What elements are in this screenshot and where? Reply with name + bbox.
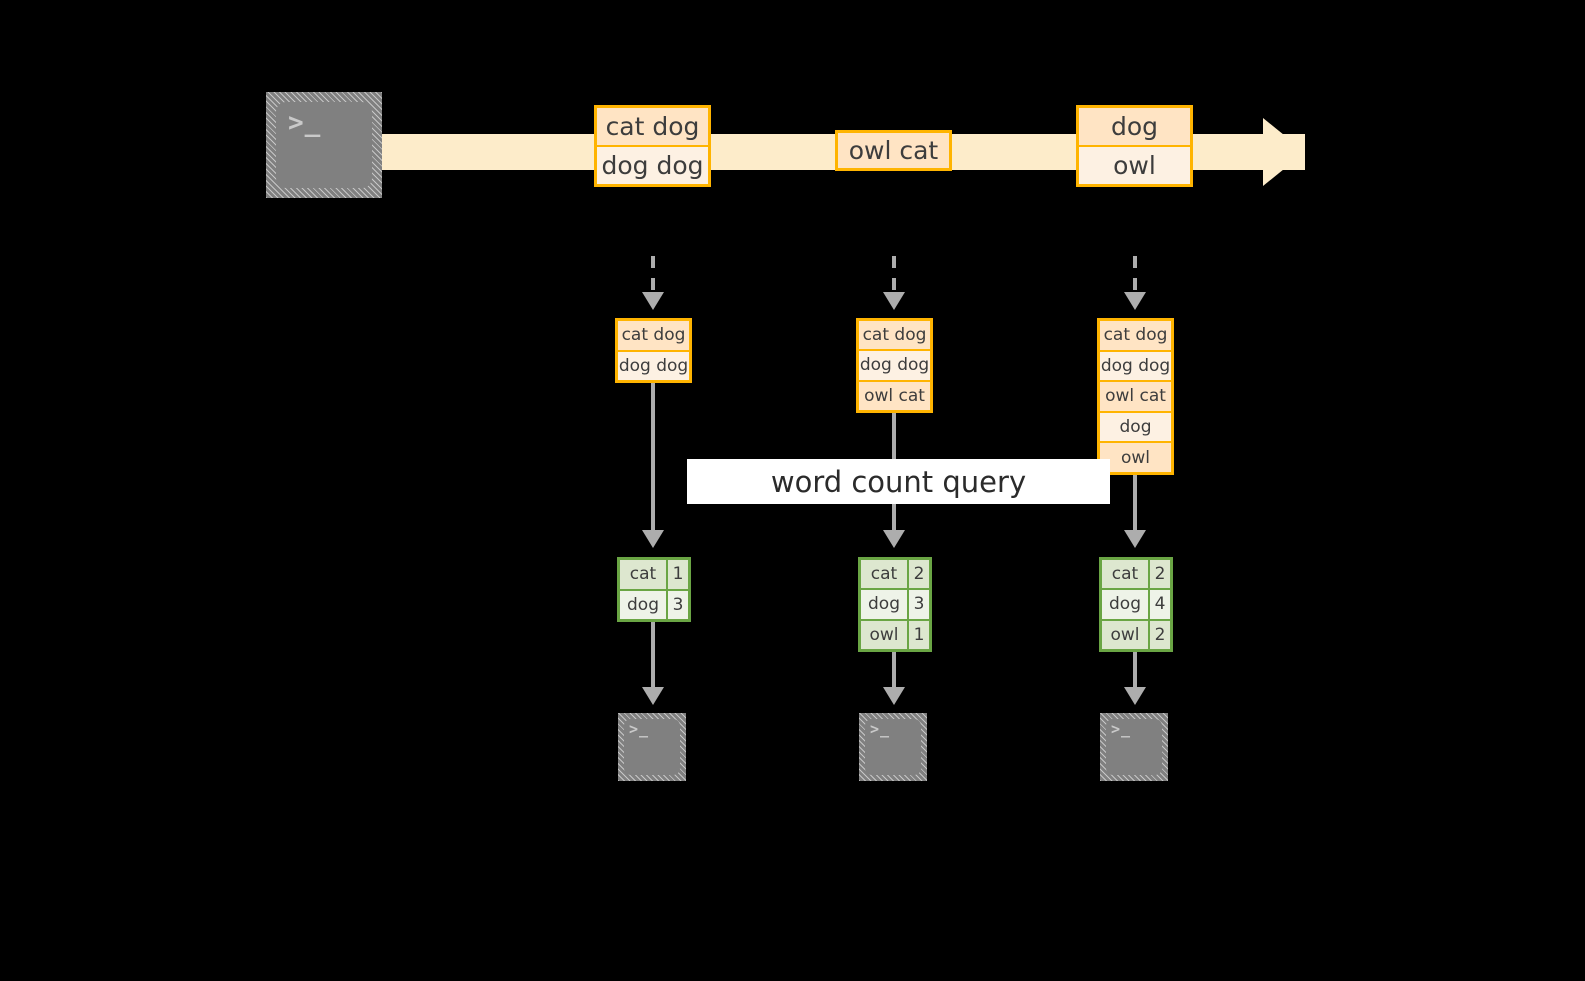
trigger-connector-2-arrowhead: [883, 292, 905, 310]
result-table-2-row-1-count: 2: [907, 560, 929, 589]
result-table-3-row-2-count: 4: [1148, 590, 1170, 619]
sink-terminal-1-screen: [624, 719, 680, 775]
input-stream-arrowhead: [1263, 118, 1305, 186]
result-table-2-row-2-count: 3: [907, 590, 929, 619]
sink-terminal-3-icon[interactable]: >_: [1100, 713, 1168, 781]
unbounded-table-1-row-2: dog dog: [618, 349, 689, 380]
sink-connector-2-arrowhead: [883, 687, 905, 705]
result-table-1-row-1: cat 1: [620, 560, 688, 589]
result-table-3-row-3-word: owl: [1102, 620, 1148, 649]
unbounded-table-3-row-3: owl cat: [1100, 380, 1171, 411]
sink-terminal-1-icon[interactable]: >_: [618, 713, 686, 781]
result-table-3-row-1-count: 2: [1148, 560, 1170, 589]
sink-terminal-2-icon[interactable]: >_: [859, 713, 927, 781]
query-connector-1-line: [651, 383, 655, 533]
query-connector-3-arrowhead: [1124, 530, 1146, 548]
sink-connector-2-line: [892, 652, 896, 690]
query-connector-1-arrowhead: [642, 530, 664, 548]
result-table-2-row-2: dog 3: [861, 588, 929, 619]
unbounded-table-3-row-1: cat dog: [1100, 321, 1171, 350]
trigger-connector-3-arrowhead: [1124, 292, 1146, 310]
trigger-connector-1-line: [651, 256, 655, 294]
result-table-2-row-2-word: dog: [861, 590, 907, 619]
result-table-1-row-2-word: dog: [620, 590, 666, 619]
result-table-3-row-1-word: cat: [1102, 560, 1148, 589]
result-table-1-row-2: dog 3: [620, 588, 688, 619]
input-batch-1[interactable]: cat dog dog dog: [594, 105, 711, 187]
sink-terminal-1-prompt: >_: [629, 720, 650, 738]
unbounded-table-1[interactable]: cat dog dog dog: [615, 318, 692, 383]
unbounded-table-3[interactable]: cat dog dog dog owl cat dog owl: [1097, 318, 1174, 475]
sink-terminal-3-prompt: >_: [1111, 720, 1132, 738]
result-table-1-row-2-count: 3: [666, 590, 688, 619]
trigger-connector-3-line: [1133, 256, 1137, 294]
source-terminal-prompt: >_: [288, 108, 322, 138]
result-table-3-row-2-word: dog: [1102, 590, 1148, 619]
trigger-connector-1-arrowhead: [642, 292, 664, 310]
unbounded-table-2[interactable]: cat dog dog dog owl cat: [856, 318, 933, 413]
source-terminal-icon[interactable]: >_: [266, 92, 382, 198]
sink-terminal-2-screen: [865, 719, 921, 775]
unbounded-table-3-row-4: dog: [1100, 410, 1171, 442]
input-batch-1-line-1: cat dog: [597, 108, 708, 145]
query-label-text: word count query: [770, 464, 1027, 499]
result-table-2-row-1: cat 2: [861, 560, 929, 589]
unbounded-table-2-row-3: owl cat: [859, 379, 930, 410]
source-terminal-screen: [276, 102, 372, 188]
result-table-1-row-1-word: cat: [620, 560, 666, 589]
sink-connector-1-line: [651, 622, 655, 690]
unbounded-table-1-row-1: cat dog: [618, 321, 689, 350]
result-table-3-row-2: dog 4: [1102, 588, 1170, 619]
input-batch-2[interactable]: owl cat: [835, 130, 952, 171]
result-table-2-row-3-word: owl: [861, 620, 907, 649]
result-table-2-row-1-word: cat: [861, 560, 907, 589]
sink-connector-3-arrowhead: [1124, 687, 1146, 705]
input-batch-3[interactable]: dog owl: [1076, 105, 1193, 187]
unbounded-table-2-row-1: cat dog: [859, 321, 930, 350]
unbounded-table-2-row-2: dog dog: [859, 349, 930, 380]
unbounded-table-3-row-5: owl: [1100, 441, 1171, 472]
result-table-3[interactable]: cat 2 dog 4 owl 2: [1099, 557, 1173, 652]
result-table-3-row-3-count: 2: [1148, 620, 1170, 649]
result-table-3-row-1: cat 2: [1102, 560, 1170, 589]
result-table-2[interactable]: cat 2 dog 3 owl 1: [858, 557, 932, 652]
sink-connector-3-line: [1133, 652, 1137, 690]
result-table-3-row-3: owl 2: [1102, 618, 1170, 649]
result-table-1[interactable]: cat 1 dog 3: [617, 557, 691, 622]
query-connector-3-line: [1133, 475, 1137, 533]
input-batch-3-line-1: dog: [1079, 108, 1190, 145]
unbounded-table-3-row-2: dog dog: [1100, 349, 1171, 381]
query-label-band: word count query: [687, 459, 1110, 504]
input-batch-1-line-2: dog dog: [597, 145, 708, 184]
sink-connector-1-arrowhead: [642, 687, 664, 705]
trigger-connector-2-line: [892, 256, 896, 294]
result-table-2-row-3: owl 1: [861, 618, 929, 649]
sink-terminal-2-prompt: >_: [870, 720, 891, 738]
result-table-2-row-3-count: 1: [907, 620, 929, 649]
input-batch-2-line-1: owl cat: [838, 133, 949, 168]
result-table-1-row-1-count: 1: [666, 560, 688, 589]
input-batch-3-line-2: owl: [1079, 145, 1190, 184]
sink-terminal-3-screen: [1106, 719, 1162, 775]
query-connector-2-arrowhead: [883, 530, 905, 548]
